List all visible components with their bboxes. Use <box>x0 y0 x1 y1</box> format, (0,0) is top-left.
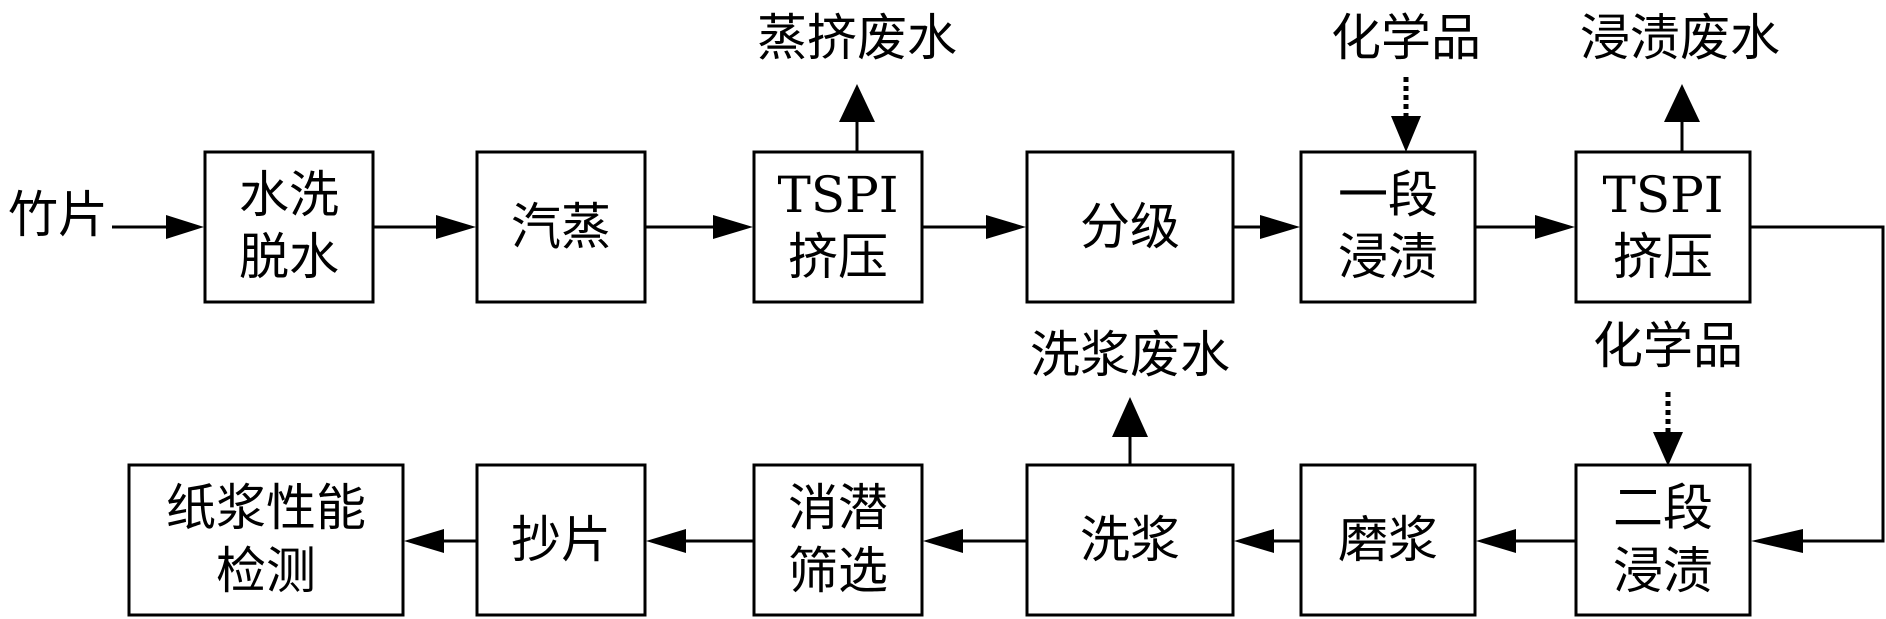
arrow-head <box>1391 116 1421 152</box>
output-label-impregnation-waste: 浸渍废水 <box>1580 9 1780 67</box>
output-label-steam-press-waste: 蒸挤废水 <box>757 9 957 67</box>
step-label-line1: 消潜 <box>788 479 888 537</box>
chemical-label-stage2: 化学品 <box>1593 317 1743 375</box>
step-box-wash-dewater: 水洗 脱水 <box>203 150 375 304</box>
step-label: 汽蒸 <box>511 198 611 256</box>
step-box-classification: 分级 <box>1025 150 1235 304</box>
step-box-latency-screening: 消潜 筛选 <box>752 463 924 617</box>
input-label: 竹片 <box>8 186 108 244</box>
arrow-head <box>1112 397 1148 437</box>
step-label-line1: 二段 <box>1613 479 1713 537</box>
step-box-impregnation-1: 一段 浸渍 <box>1299 150 1477 304</box>
arrow-head <box>1653 432 1683 466</box>
step-box-steaming: 汽蒸 <box>475 150 647 304</box>
top-row-arrows <box>373 215 1575 239</box>
chemical-label-stage1: 化学品 <box>1331 9 1481 67</box>
step-label-line2: 检测 <box>216 542 316 600</box>
arrow-head <box>1751 529 1803 553</box>
step-box-impregnation-2: 二段 浸渍 <box>1574 463 1752 617</box>
step-box-tspi-press-1: TSPI 挤压 <box>752 150 924 304</box>
step-box-pulp-testing: 纸浆性能 检测 <box>127 463 405 617</box>
step-label-line2: 挤压 <box>788 228 888 286</box>
step-label-line2: 脱水 <box>239 228 339 286</box>
step-label: 抄片 <box>511 511 611 569</box>
step-label-line1: 纸浆性能 <box>166 479 366 537</box>
step-label: 分级 <box>1080 198 1180 256</box>
step-box-handsheet: 抄片 <box>475 463 647 617</box>
return-connector <box>1750 225 1885 543</box>
step-label-line2: 挤压 <box>1613 228 1713 286</box>
arrow-head <box>1664 84 1700 122</box>
step-box-pulp-washing: 洗浆 <box>1025 463 1235 617</box>
arrow-head <box>839 84 875 122</box>
bottom-row-arrows <box>404 529 1576 553</box>
step-label-line1: 水洗 <box>239 166 339 224</box>
arrow-head <box>166 215 204 239</box>
step-label: 洗浆 <box>1080 511 1180 569</box>
step-label-line2: 浸渍 <box>1338 228 1438 286</box>
step-label-line1: 一段 <box>1338 166 1438 224</box>
output-label-washing-waste: 洗浆废水 <box>1030 326 1230 384</box>
step-label-line2: 浸渍 <box>1613 542 1713 600</box>
step-label-line2: 筛选 <box>788 542 888 600</box>
step-box-tspi-press-2: TSPI 挤压 <box>1574 150 1752 304</box>
step-box-refining: 磨浆 <box>1299 463 1477 617</box>
step-label: 磨浆 <box>1338 511 1438 569</box>
step-label-line1: TSPI <box>1603 166 1724 224</box>
step-label-line1: TSPI <box>778 166 899 224</box>
